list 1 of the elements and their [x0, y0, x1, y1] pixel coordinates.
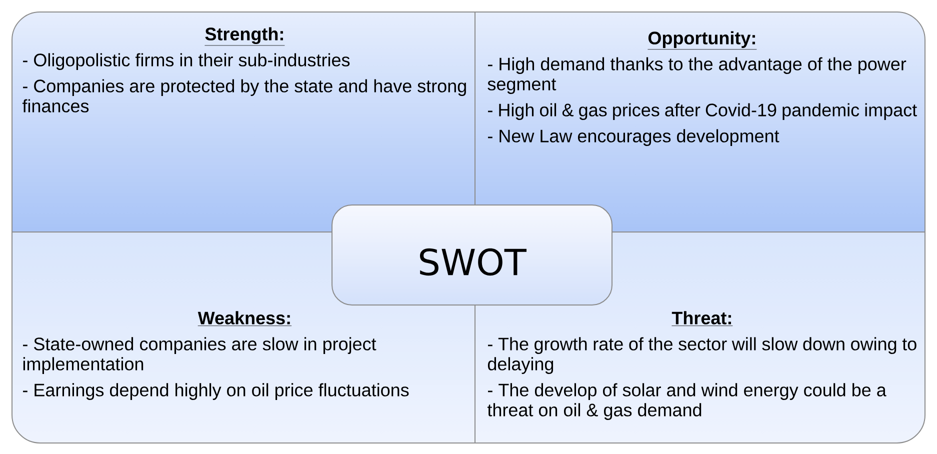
- center-box: SWOT: [332, 204, 612, 306]
